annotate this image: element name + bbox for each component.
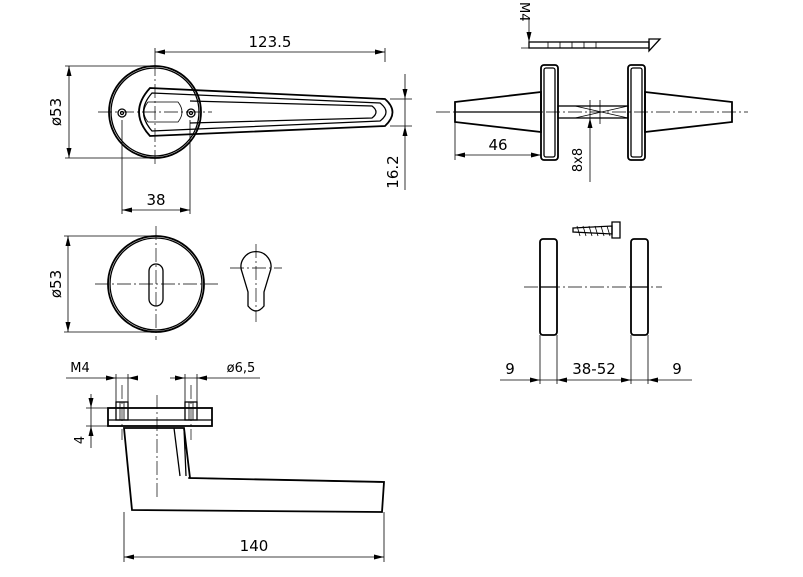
dim-rose-thickness: 4	[73, 436, 88, 444]
dim-left-rose-thickness: 9	[505, 360, 515, 378]
spindle-assembly-view: M4 46 8x8	[436, 2, 748, 182]
lever-outline	[138, 87, 394, 137]
door-section-view: 9 38-52 9	[500, 221, 692, 384]
lever-side-view: M4 ø6,5 4 140	[66, 361, 385, 562]
dim-right-rose-thickness: 9	[672, 360, 682, 378]
rose-plate	[107, 407, 213, 427]
lever-front-view: 123.5 ø53 38 16.2	[47, 33, 412, 214]
right-knob	[644, 90, 733, 134]
cylinder-profile	[240, 251, 272, 312]
dim-escutcheon-diameter: ø53	[47, 270, 65, 298]
dim-door-thickness: 38-52	[572, 360, 616, 378]
dim-spindle-size: 8x8	[571, 148, 586, 172]
dim-rose-diameter: ø53	[47, 98, 65, 126]
dim-lever-height: 16.2	[384, 155, 402, 188]
handle-outline	[123, 427, 385, 513]
dim-screw-thread-top: M4	[516, 2, 531, 22]
dim-lever-length: 123.5	[249, 33, 292, 51]
dim-hole-diameter: ø6,5	[227, 361, 256, 376]
dim-handle-length: 140	[240, 537, 269, 555]
dim-spindle-length: 46	[488, 136, 507, 154]
dim-screw-thread: M4	[70, 361, 90, 376]
escutcheon-view: ø53	[47, 226, 282, 340]
screw-m4-top	[528, 41, 650, 49]
dim-screw-spacing: 38	[146, 191, 165, 209]
